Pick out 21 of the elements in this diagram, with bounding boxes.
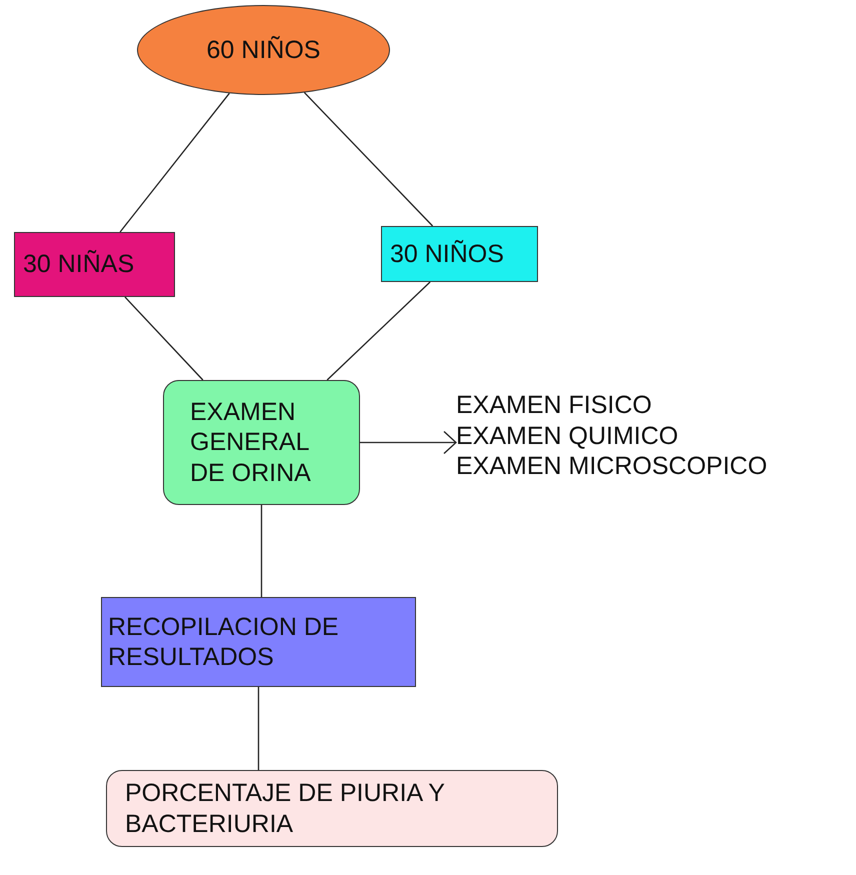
node-label: 30 NIÑOS [390,238,504,270]
node-label: 30 NIÑAS [23,249,134,280]
node-label: 60 NIÑOS [206,34,320,66]
connector-line [120,92,230,232]
node-label: PORCENTAJE DE PIURIA Y BACTERIURIA [125,778,446,839]
connector-line [260,505,262,597]
exam-item: EXAMEN FISICO [456,390,652,421]
connector-line [304,92,434,226]
node-label: RECOPILACION DE RESULTADOS [108,612,340,672]
arrow [360,430,457,454]
connector-line [326,282,431,380]
process-box [163,380,360,505]
exam-item: EXAMEN QUIMICO [456,420,678,452]
connector-line [258,687,260,770]
group-box [14,232,175,297]
node-label: EXAMEN GENERAL DE ORINA [190,396,312,488]
exam-item: EXAMEN MICROSCOPICO [456,451,768,482]
connector-line [124,296,204,380]
group-box [381,226,538,282]
result-box [106,770,558,847]
process-box [101,597,416,687]
